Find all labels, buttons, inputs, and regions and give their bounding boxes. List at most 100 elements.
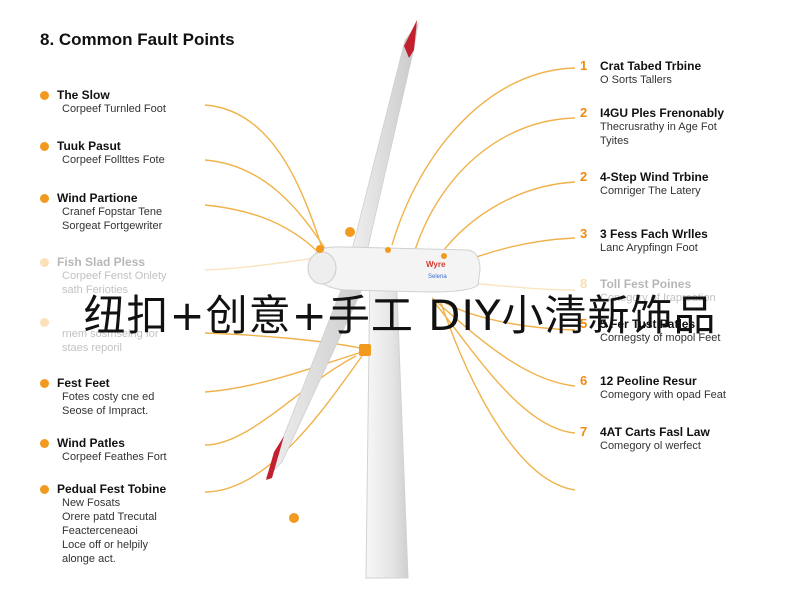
leader-line bbox=[204, 257, 317, 271]
fault-marker bbox=[385, 247, 391, 253]
fault-item-description: Seose of Impract. bbox=[62, 405, 149, 417]
bullet-icon bbox=[40, 257, 49, 267]
fault-item-heading: Pedual Fest Tobine bbox=[40, 482, 240, 496]
leader-line bbox=[461, 237, 576, 263]
fault-item-description: staes reporil bbox=[62, 342, 122, 354]
page-title: 8. Common Fault Points bbox=[40, 30, 235, 49]
fault-marker bbox=[289, 513, 299, 523]
fault-item-description: Corpeef Feathes Fort bbox=[62, 451, 167, 463]
left-fault-item: rnem sosmseing for staes reporil bbox=[40, 318, 240, 355]
fault-marker bbox=[316, 245, 324, 253]
fault-item-heading: 8 Toll Fest Poines bbox=[580, 276, 780, 291]
fault-item-number: 6 bbox=[580, 373, 588, 388]
overlay-caption: 纽扣+创意+手工 DIY小清新饰品 bbox=[83, 291, 717, 340]
fault-item-number: 2 bbox=[580, 169, 588, 184]
leader-line bbox=[431, 297, 576, 387]
fault-markers bbox=[289, 227, 447, 523]
leader-line bbox=[204, 355, 357, 446]
fault-item-label: Wind Partione bbox=[57, 191, 138, 205]
turbine-hub bbox=[307, 251, 337, 285]
fault-item-description: Cranef Fopstar Tene bbox=[62, 206, 163, 218]
fault-marker bbox=[345, 227, 355, 237]
leader-line bbox=[204, 204, 319, 253]
leader-lines-left bbox=[204, 104, 363, 493]
bullet-icon bbox=[40, 141, 49, 151]
fault-item-heading: 2 4-Step Wind Trbine bbox=[580, 169, 780, 184]
fault-item-number: 2 bbox=[580, 105, 588, 120]
fault-item-number: 7 bbox=[580, 424, 588, 439]
fault-item-heading: Wind Partione bbox=[40, 191, 240, 205]
fault-item-label: Crat Tabed Trbine bbox=[600, 58, 702, 73]
fault-item-label: Toll Fest Poines bbox=[600, 276, 692, 291]
leader-line bbox=[204, 351, 363, 393]
fault-item-description: Corpeef Fenst Onlety bbox=[62, 270, 167, 282]
leader-line bbox=[204, 355, 363, 493]
hub-label: Wyre bbox=[426, 260, 446, 269]
leader-line bbox=[391, 67, 576, 246]
fault-item-description: alonge act. bbox=[62, 553, 116, 565]
leader-line bbox=[439, 299, 576, 331]
turbine-blade-upper bbox=[351, 22, 419, 257]
fault-item-description: Lanc Arypfingn Foot bbox=[600, 242, 698, 254]
bullet-icon bbox=[40, 484, 49, 494]
fault-item-description: Cornegsty of mopol Feet bbox=[600, 332, 721, 344]
bullet-icon bbox=[40, 90, 49, 100]
fault-item-description: rnem sosmseing for bbox=[62, 328, 159, 340]
fault-item-label: 5 Fer Tust Patles bbox=[600, 316, 696, 331]
fault-item-heading: Fest Feet bbox=[40, 376, 240, 390]
fault-item-label: Wind Patles bbox=[57, 436, 125, 450]
fault-item-label: 4AT Carts Fasl Law bbox=[600, 424, 710, 439]
fault-item-label: 4-Step Wind Trbine bbox=[600, 169, 709, 184]
fault-item-description: sath Ferioties bbox=[62, 284, 129, 296]
fault-item-label: Tuuk Pasut bbox=[57, 139, 121, 153]
fault-marker bbox=[359, 344, 371, 356]
fault-item-heading bbox=[40, 318, 240, 327]
bullet-icon bbox=[40, 378, 49, 388]
fault-marker bbox=[441, 253, 447, 259]
fault-item-label: 3 Fess Fach Wrlles bbox=[600, 226, 708, 241]
bullet-icon bbox=[40, 193, 49, 203]
fault-item-label: Fish Slad Pless bbox=[57, 255, 146, 269]
fault-item-number: 5 bbox=[580, 316, 588, 331]
fault-item-description: Corpeef Follttes Fote bbox=[62, 154, 165, 166]
fault-item-label: I4GU Ples Frenonably bbox=[600, 105, 725, 120]
fault-item-description: Feacterceneaoi bbox=[62, 525, 138, 537]
fault-item-heading: Fish Slad Pless bbox=[40, 255, 240, 269]
fault-item-label: Pedual Fest Tobine bbox=[57, 482, 167, 496]
bullet-icon bbox=[40, 438, 49, 448]
fault-item-description: Corpeef Turnled Foot bbox=[62, 103, 166, 115]
bullet-icon bbox=[40, 318, 49, 327]
fault-item-heading: The Slow bbox=[40, 88, 240, 102]
fault-item-label: Fest Feet bbox=[57, 376, 110, 390]
fault-item-label: The Slow bbox=[57, 88, 110, 102]
fault-item-number: 8 bbox=[580, 276, 588, 291]
leader-line bbox=[204, 332, 361, 349]
fault-item-description: Comegory ol werfect bbox=[600, 440, 701, 452]
leader-line bbox=[439, 299, 576, 491]
fault-item-heading: 2 I4GU Ples Frenonably bbox=[580, 105, 780, 120]
fault-item-heading: 7 4AT Carts Fasl Law bbox=[580, 424, 780, 439]
fault-item-heading: 5 5 Fer Tust Patles bbox=[580, 316, 780, 331]
fault-item-heading: Wind Patles bbox=[40, 436, 240, 450]
fault-item-heading: Tuuk Pasut bbox=[40, 139, 240, 153]
fault-item-description: Tyites bbox=[600, 135, 629, 147]
fault-item-description: Sorgeat Fortgewriter bbox=[62, 220, 163, 232]
fault-item-description: Comegory with opad Feat bbox=[600, 389, 726, 401]
fault-item-number: 3 bbox=[580, 226, 588, 241]
leader-line bbox=[204, 104, 323, 249]
